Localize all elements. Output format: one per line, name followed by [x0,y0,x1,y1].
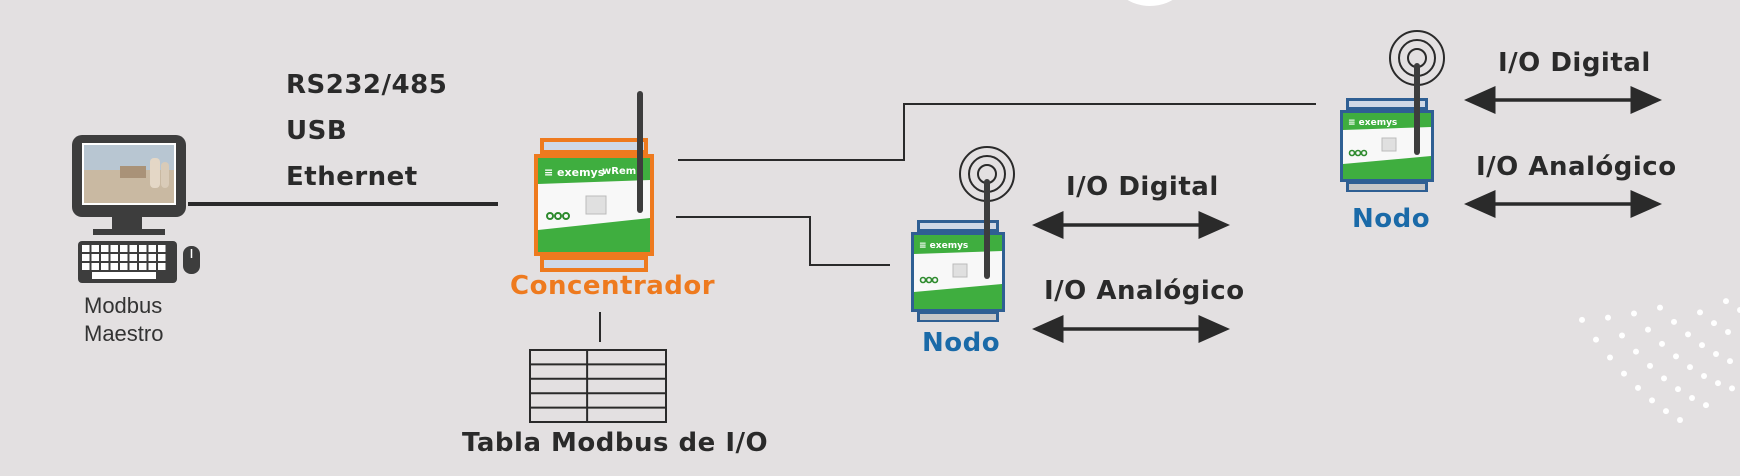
decorative-dot [1661,375,1667,382]
decorative-dot [1723,298,1729,305]
decorative-dot [1703,402,1709,409]
link-to-node-top [678,103,1316,161]
computer-icon [72,135,200,283]
decorative-dot [1645,326,1651,333]
decorative-dot [1657,304,1663,311]
node-device-icon: ≡ exemys [911,220,1005,322]
svg-text:≡ exemys: ≡ exemys [919,241,968,251]
link-to-node-bottom [676,216,890,266]
decorative-dot [1619,332,1625,339]
decorative-dot [1635,384,1641,391]
decorative-dot [1737,307,1740,313]
decorative-dot [1633,348,1639,355]
decorative-dot [1697,309,1703,316]
decorative-dot [1649,397,1655,404]
decorative-dot [1675,386,1681,393]
interface-ethernet: Ethernet [286,162,418,192]
node1-io-digital: I/O Digital [1066,172,1219,202]
interface-rs232: RS232/485 [286,70,448,100]
decorative-dot [1663,408,1669,415]
node1-label: Nodo [922,328,1001,358]
dot-pattern [1579,298,1740,423]
decorative-dot [1689,395,1695,401]
wireless-signal-icon [959,146,1015,279]
table-label: Tabla Modbus de I/O [462,428,769,458]
decorative-dot [1579,316,1585,323]
node2-io-digital: I/O Digital [1498,48,1651,78]
decorative-dot [1729,385,1735,392]
master-label-line2: Maestro [84,321,164,346]
decorative-dot [1671,318,1677,325]
node2-label: Nodo [1352,204,1431,234]
svg-text:≡ exemys: ≡ exemys [1348,118,1397,128]
concentrator-device-icon: ≡ exemys wRem [534,138,654,272]
wireless-signal-icon [1389,30,1445,155]
decorative-dot [1685,331,1691,338]
decorative-circle [1105,0,1195,6]
table-outline [529,349,667,423]
master-label: Modbus Maestro [84,292,163,348]
decorative-dot [1711,320,1717,327]
decorative-dot [1699,342,1705,349]
decorative-dot [1621,370,1627,377]
decorative-dot [1713,351,1719,357]
decorative-dot [1607,354,1613,361]
decorative-dot [1727,358,1733,365]
node2-io-analog: I/O Analógico [1476,152,1677,182]
decorative-dot [1701,373,1707,379]
decorative-dot [1631,310,1637,317]
decorative-dot [1715,380,1721,387]
decorative-dot [1647,362,1653,369]
svg-text:≡ exemys: ≡ exemys [544,166,605,179]
decorative-dot [1673,353,1679,360]
decorative-dot [1687,364,1693,371]
decorative-dot [1725,329,1731,335]
svg-text:wRem: wRem [602,166,636,177]
concentrator-label: Concentrador [510,271,716,301]
modbus-table-icon [529,349,667,423]
node1-io-analog: I/O Analógico [1044,276,1245,306]
interface-usb: USB [286,116,348,146]
decorative-dot [1659,340,1665,347]
decorative-dot [1593,336,1599,343]
decorative-dot [1605,314,1611,321]
decorative-dot [1677,417,1683,423]
master-label-line1: Modbus [84,293,163,318]
